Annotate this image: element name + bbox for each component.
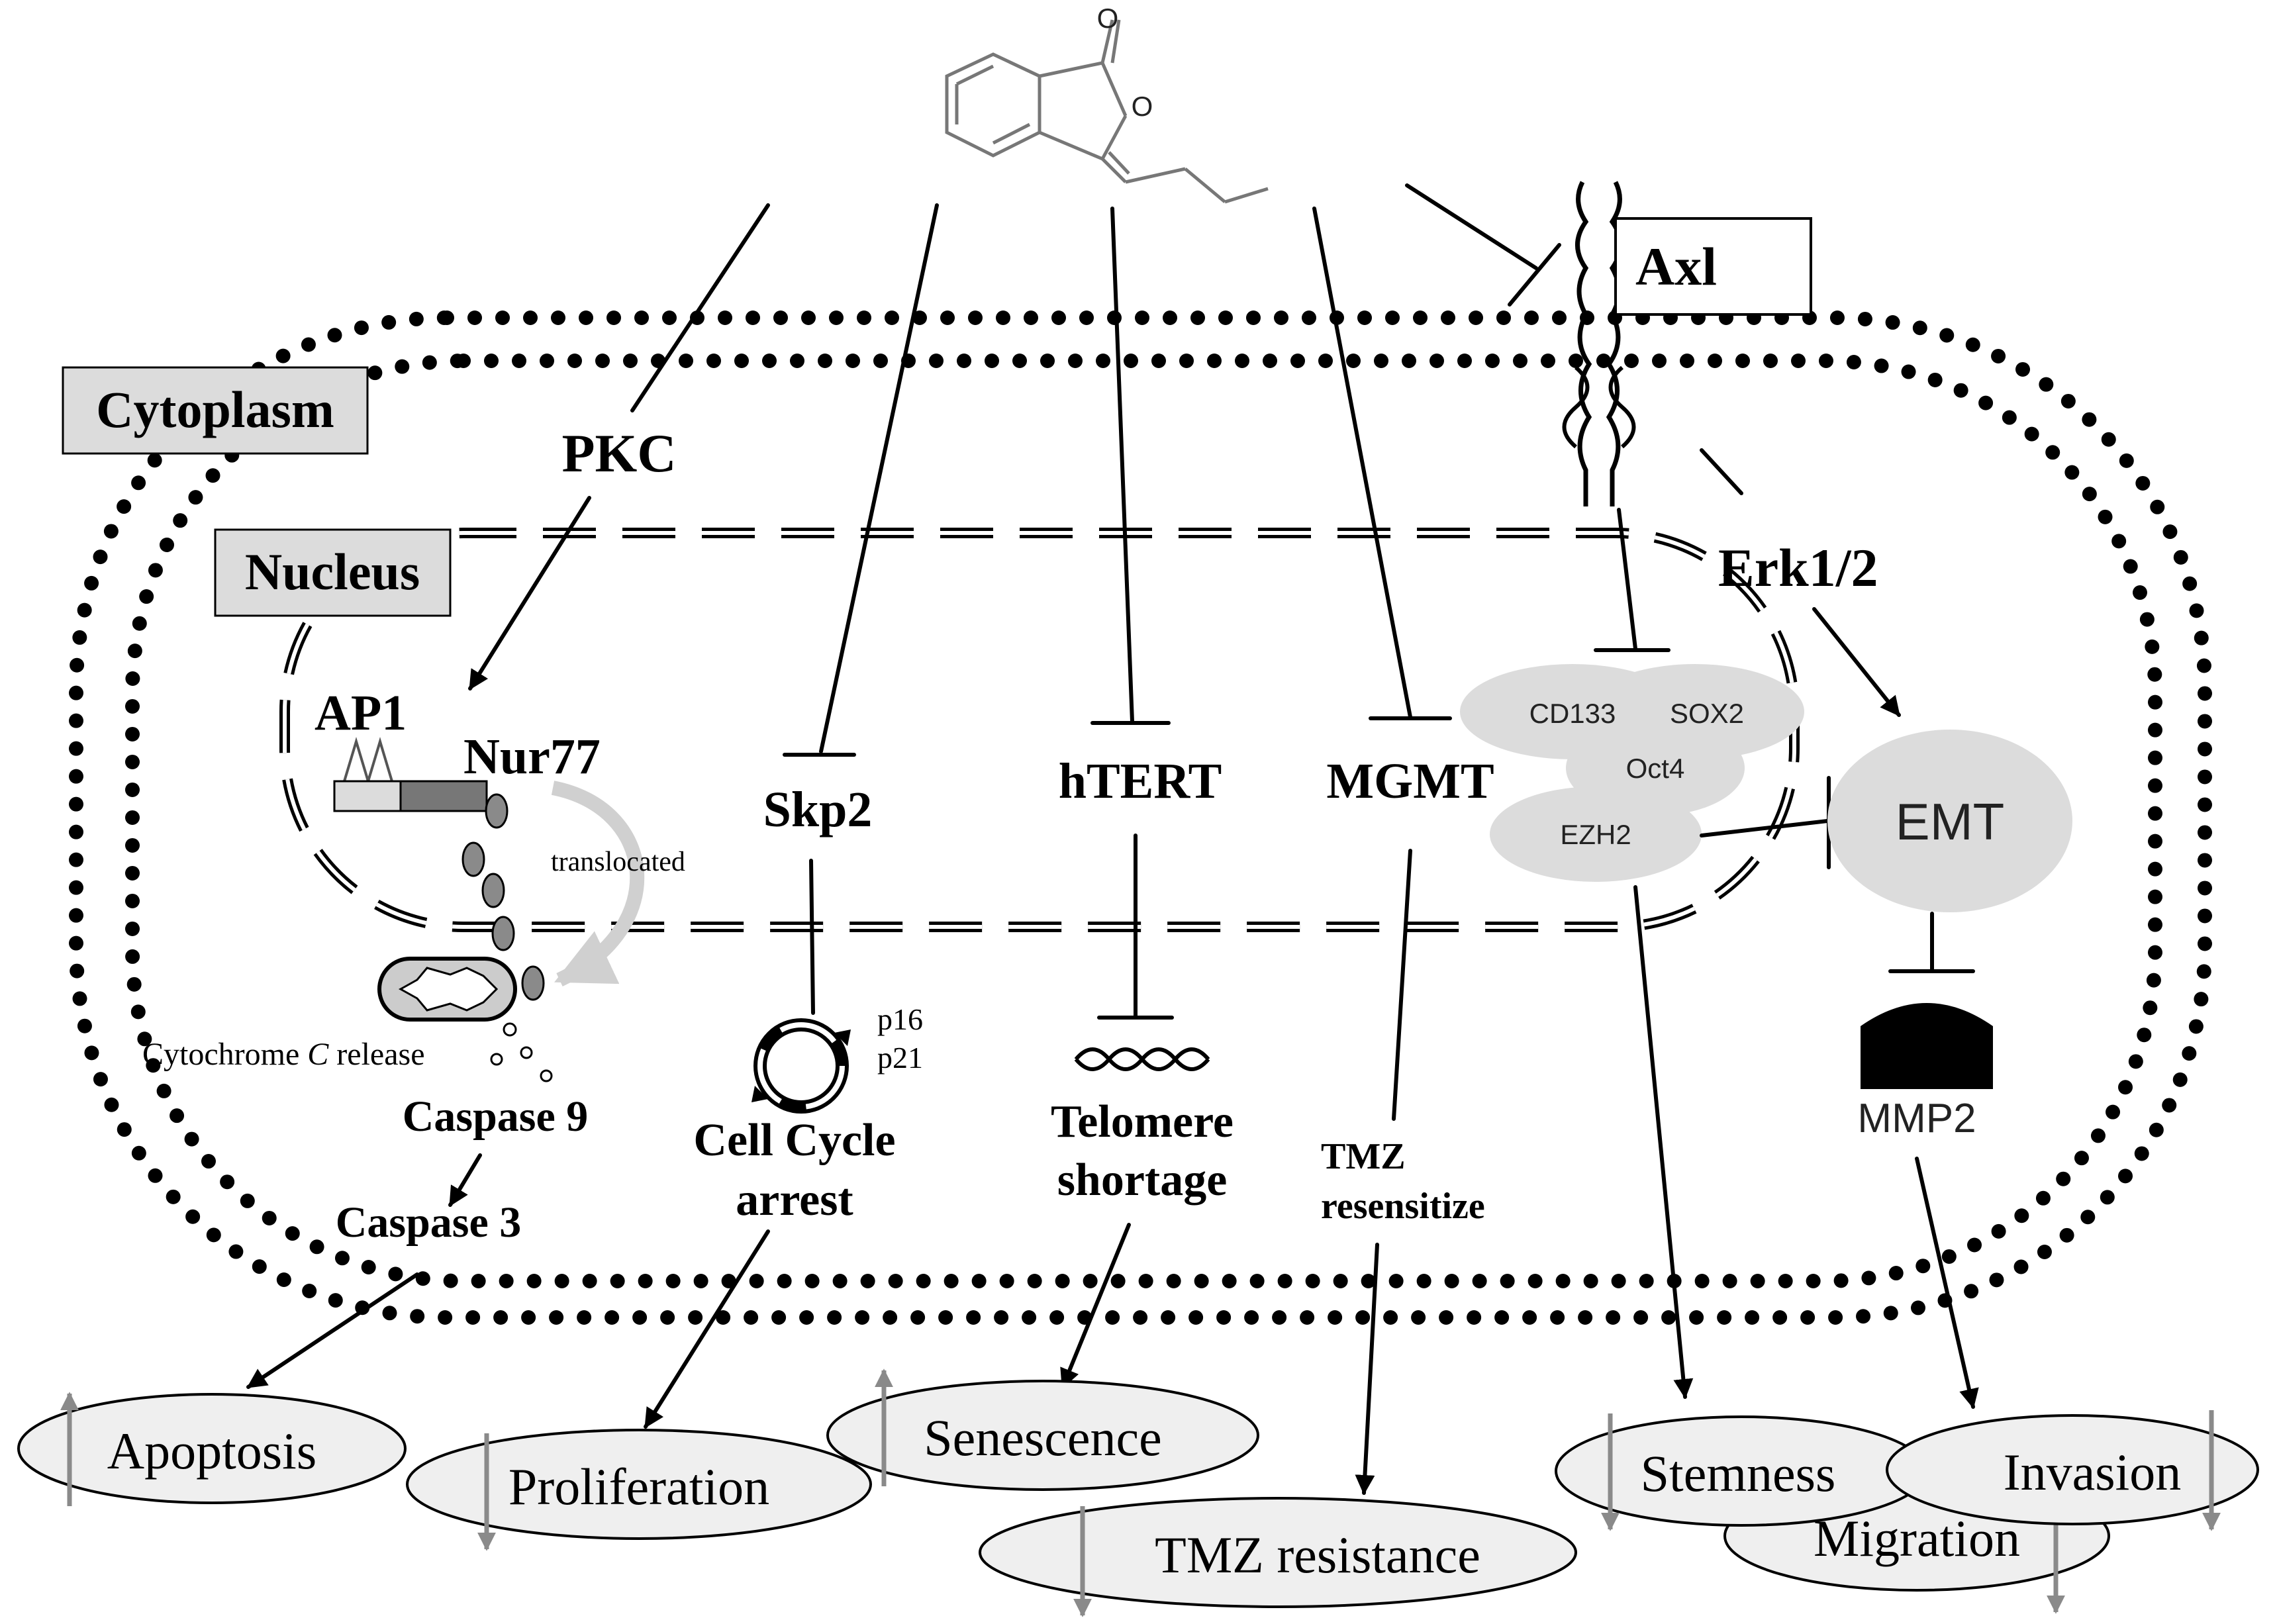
nur77-particles [461,793,545,1001]
emt-node [1827,730,2072,912]
axl-to-erk-line [1700,448,1743,495]
cell-cycle-icon [751,1018,851,1114]
skp2-label: Skp2 [763,782,873,837]
cytochrome-dots [490,1022,553,1082]
cell-membrane [69,310,2212,1325]
oct4-label: Oct4 [1626,753,1685,784]
tmz-resistance-label: TMZ resistance [1155,1526,1480,1584]
translocated-label: translocated [551,847,685,877]
ezh2-inhibits-emt-line [1700,819,1829,837]
ring-oxygen-label: O [1132,91,1153,122]
dna-promoter [333,737,488,812]
outcome-stemness: Stemness [1555,1413,1928,1531]
axl-receptor [1562,181,1812,506]
outcome-senescence: Senescence [826,1368,1259,1491]
proliferation-label: Proliferation [509,1458,769,1515]
outcome-invasion: Invasion [1886,1410,2259,1531]
caspase9-to-caspase3-arrow [448,1153,482,1207]
outcome-apoptosis: Apoptosis [17,1392,407,1506]
ezh2-label: EZH2 [1560,819,1631,850]
compound-inhibits-skp2-line [819,203,939,753]
p21-label: p21 [877,1041,923,1075]
pkc-to-ap1-arrow [468,496,591,691]
pkc-label: PKC [561,423,676,483]
mgmt-to-tmz-line [1392,849,1412,1121]
sox2-label: SOX2 [1670,698,1744,729]
stemness-markers-cluster [1460,664,1804,882]
axl-inhibits-stemness-line [1617,508,1637,651]
stemness-label: Stemness [1641,1445,1836,1502]
telomere-label-line1: Telomere [1051,1096,1234,1147]
cell-cycle-label-line2: arrest [736,1174,853,1225]
cd133-label: CD133 [1529,698,1616,729]
telomere-to-senescence-arrow [1060,1223,1131,1389]
telomere-label-line2: shortage [1057,1155,1228,1206]
outcome-tmz-resistance: TMZ resistance [979,1497,1577,1617]
cluster-to-stemness-arrow [1633,885,1694,1399]
invasion-label: Invasion [2004,1443,2182,1501]
mitochondrion [377,957,517,1022]
erk-to-emt-arrow [1812,607,1901,717]
p16-label: p16 [877,1002,923,1036]
tmz-resensitize-label-line1: TMZ [1321,1136,1406,1177]
emt-label: EMT [1896,792,2005,851]
cycle-to-proliferation-arrow [644,1229,770,1429]
tmz-resensitize-label-line2: resensitize [1321,1186,1485,1227]
cytochrome-release-label: Cytochrome C release [142,1037,425,1072]
nur77-label: Nur77 [463,729,601,785]
ap1-label: AP1 [315,685,407,741]
cytoplasm-label: Cytoplasm [62,366,369,455]
skp2-inhibits-cycle-line [809,859,815,1015]
compound-inhibits-htert-line [1110,207,1134,724]
telomere-dna-icon [1074,1047,1210,1071]
translocation-arrow [551,781,645,986]
carbonyl-oxygen-label: O [1097,3,1119,34]
nucleus-text: Nucleus [245,543,420,600]
nucleus-label: Nucleus [214,528,452,617]
caspase3-label: Caspase 3 [336,1198,522,1247]
outcome-proliferation: Proliferation [406,1429,872,1551]
senescence-label: Senescence [924,1409,1161,1466]
cytoplasm-text: Cytoplasm [96,381,334,438]
mgmt-label: MGMT [1326,753,1494,809]
mmp2-icon [1861,1003,1993,1089]
caspase3-to-apoptosis-arrow [246,1272,419,1389]
mmp2-label: MMP2 [1857,1096,1976,1141]
compound-inhibits-axl-line [1405,183,1538,270]
tmz-to-resistance-arrow [1355,1243,1379,1495]
htert-label: hTERT [1059,753,1222,809]
axl-label: Axl [1635,236,1717,297]
compound-structure [945,19,1269,204]
axl-inhibition-bar [1508,243,1561,307]
caspase9-label: Caspase 9 [403,1092,589,1141]
cell-cycle-label-line1: Cell Cycle [693,1115,895,1166]
mmp2-to-invasion-arrow [1915,1157,1979,1409]
apoptosis-label: Apoptosis [107,1422,316,1480]
erk-label: Erk1/2 [1718,538,1878,598]
compound-inhibits-mgmt-line [1312,207,1412,719]
compound-to-pkc-line [630,203,770,412]
